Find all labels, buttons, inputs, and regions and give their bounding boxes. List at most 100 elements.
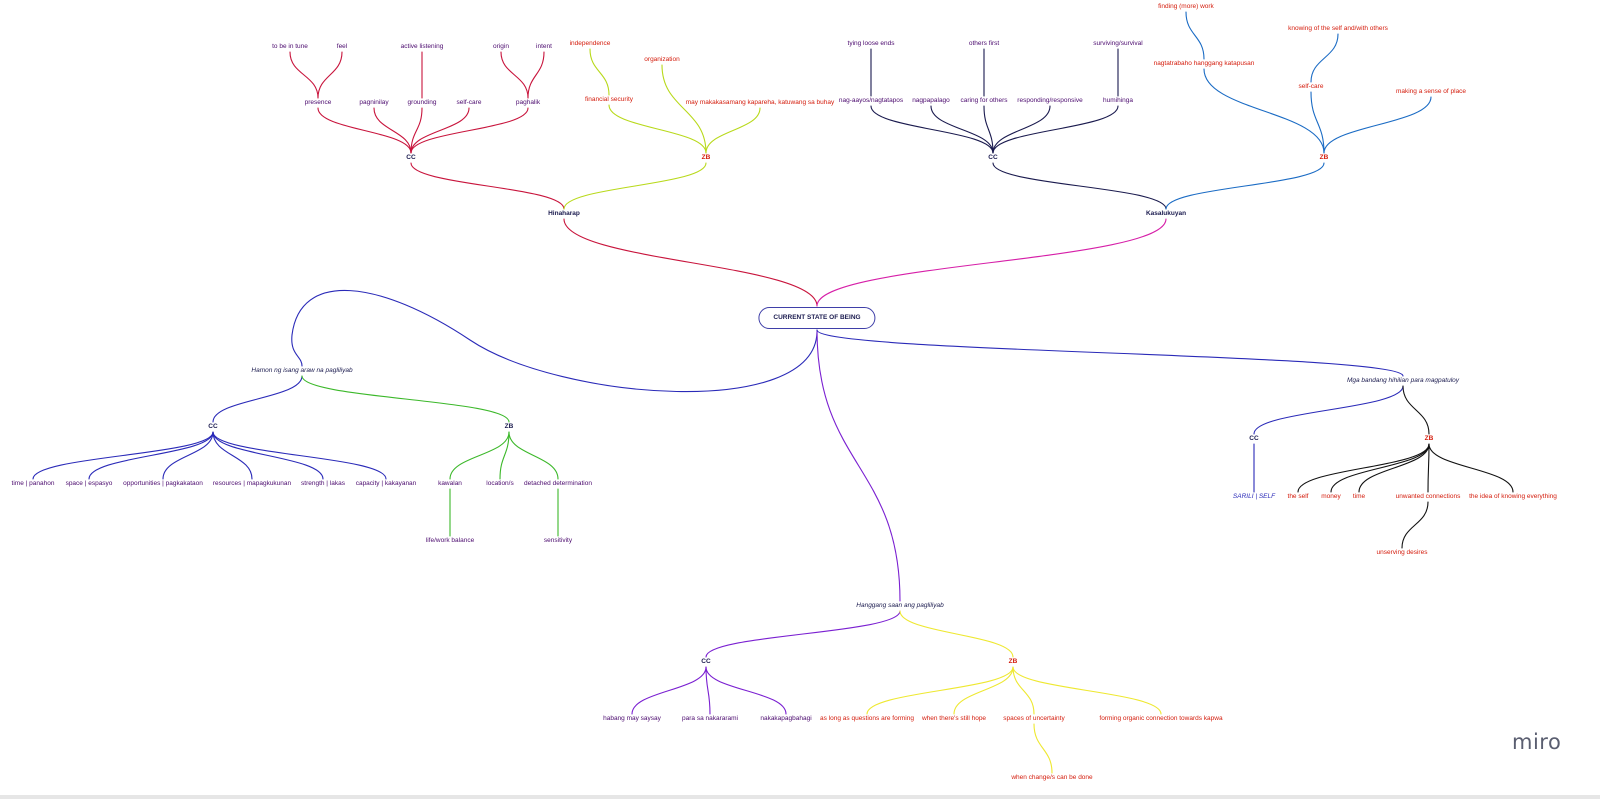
edge-mga-m_zb [1402,385,1430,435]
node-aslong[interactable]: as long as questions are forming [820,715,914,722]
edge-ha_zb-detached [508,431,559,480]
node-caring[interactable]: caring for others [960,97,1008,104]
node-unserving[interactable]: unserving desires [1376,549,1428,556]
node-strength[interactable]: strength | lakas [301,480,345,487]
edge-k_cc-caring [983,105,994,154]
node-responding[interactable]: responding/responsive [1017,97,1083,104]
node-time1[interactable]: time | panahon [11,480,55,487]
edge-k_zb-makingsense [1323,96,1432,154]
edge-h_cc-grounding [410,107,423,154]
node-hg_cc[interactable]: CC [701,658,711,665]
node-money[interactable]: money [1321,493,1341,500]
node-h_zb[interactable]: ZB [701,154,711,161]
node-independence[interactable]: independence [569,40,611,47]
node-hg_zb[interactable]: ZB [1008,658,1018,665]
node-feel[interactable]: feel [336,43,348,50]
node-huminga[interactable]: humihinga [1103,97,1133,104]
node-sarili[interactable]: SARILI | SELF [1232,493,1276,500]
edge-ha_cc-space [88,431,214,480]
node-makingsense[interactable]: making a sense of place [1395,88,1467,95]
edge-presence-feel [317,51,343,99]
node-detached[interactable]: detached determination [524,480,592,487]
node-ha_zb[interactable]: ZB [504,423,514,430]
edge-k_cc-responding [992,105,1051,154]
edge-ha_cc-time1 [32,431,214,480]
edge-hamon-ha_cc [212,375,303,423]
node-idea[interactable]: the idea of knowing everything [1469,493,1557,500]
node-pagninilay[interactable]: pagninilay [359,99,389,106]
node-knowing[interactable]: knowing of the self and/with others [1288,25,1388,32]
node-lifework[interactable]: life/work balance [425,537,475,544]
node-grounding[interactable]: grounding [407,99,437,106]
node-organization[interactable]: organization [644,56,680,63]
node-tobeintune[interactable]: to be in tune [272,43,308,50]
node-whenhope[interactable]: when there's still hope [921,715,987,722]
node-locations[interactable]: location/s [486,480,514,487]
node-intent[interactable]: intent [536,43,552,50]
node-activelistening[interactable]: active listening [400,43,444,50]
node-mga[interactable]: Mga bandang hihilian para magpatuloy [1346,377,1460,384]
node-theself[interactable]: the self [1287,493,1309,500]
node-selfcare1[interactable]: self-care [456,99,482,106]
node-nagaayos[interactable]: nag-aayos/nagtatapos [838,97,904,104]
edge-paghalik-intent [527,51,545,99]
edge-h_cc-pagninilay [373,107,412,154]
node-finsec[interactable]: financial security [584,96,634,103]
node-nakaka[interactable]: nakakapagbahagi [760,715,812,722]
node-nagpapalago[interactable]: nagpapalago [912,97,950,104]
node-unwanted[interactable]: unwanted connections [1395,493,1461,500]
node-tying[interactable]: tying loose ends [847,40,895,47]
edge-hg_zb-whenhope [953,666,1014,715]
edge-hanggang-hg_zb [899,610,1014,658]
node-resources[interactable]: resources | mapagkukunan [212,480,292,487]
edge-ha_cc-strength [212,431,324,480]
node-capacity[interactable]: capacity | kakayanan [355,480,417,487]
node-origin[interactable]: origin [493,43,509,50]
node-opps[interactable]: opportunities | pagkakataon [123,480,203,487]
node-h_cc[interactable]: CC [406,154,416,161]
node-k_cc[interactable]: CC [988,154,998,161]
edge-h_cc-paghalik [410,107,529,154]
node-whenchange[interactable]: when change/s can be done [1011,774,1093,781]
node-paghalik[interactable]: paghalik [515,99,541,106]
node-presence[interactable]: presence [304,99,332,106]
edge-root-kasalukuyan [816,218,1167,307]
edge-kasalukuyan-k_zb [1165,162,1325,210]
node-ha_cc[interactable]: CC [208,423,218,430]
edge-ha_cc-opps [162,431,214,480]
node-hinaharap[interactable]: Hinaharap [548,210,580,217]
node-hanggang[interactable]: Hanggang saan ang pagliliyab [856,602,944,609]
node-kawalan[interactable]: kawalan [438,480,462,487]
edge-k_zb-nagtatrabaho [1203,68,1325,154]
edge-hanggang-hg_cc [705,610,901,658]
edge-hg_zb-forming [1012,666,1162,715]
node-selfcare2[interactable]: self-care [1298,83,1324,90]
node-k_zb[interactable]: ZB [1319,154,1329,161]
node-habang[interactable]: habang may saysay [603,715,661,722]
node-forming[interactable]: forming organic connection towards kapwa [1099,715,1223,722]
node-m_cc[interactable]: CC [1249,435,1259,442]
node-spaces[interactable]: spaces of uncertainty [1003,715,1065,722]
edge-h_zb-finsec [608,104,707,154]
bottom-scrollbar[interactable] [0,795,1600,799]
edge-hg_cc-nakaka [705,666,787,715]
edge-k_cc-nagaayos [870,105,994,154]
node-kasalukuyan[interactable]: Kasalukuyan [1145,210,1187,217]
root-node[interactable]: CURRENT STATE OF BEING [758,307,876,329]
edge-nagtatrabaho-findingwork [1185,11,1205,60]
node-space[interactable]: space | espasyo [65,480,113,487]
node-sensitivity[interactable]: sensitivity [543,537,573,544]
node-surviving[interactable]: surviving/survival [1093,40,1143,47]
node-findingwork[interactable]: finding (more) work [1158,3,1214,10]
node-parasa[interactable]: para sa nakararami [682,715,738,722]
edge-hamon-ha_zb [301,375,510,423]
node-maymaka[interactable]: may makakasamang kapareha, katuwang sa b… [685,99,835,106]
node-m_zb[interactable]: ZB [1424,435,1434,442]
node-hamon[interactable]: Hamon ng isang araw na pagliliyab [251,367,353,374]
node-nagtatrabaho[interactable]: nagtatrabaho hanggang katapusan [1153,60,1255,67]
node-time2[interactable]: time [1352,493,1366,500]
node-othersfirst[interactable]: others first [968,40,1000,47]
edge-hg_zb-spaces [1012,666,1035,715]
edge-ha_cc-capacity [212,431,387,480]
